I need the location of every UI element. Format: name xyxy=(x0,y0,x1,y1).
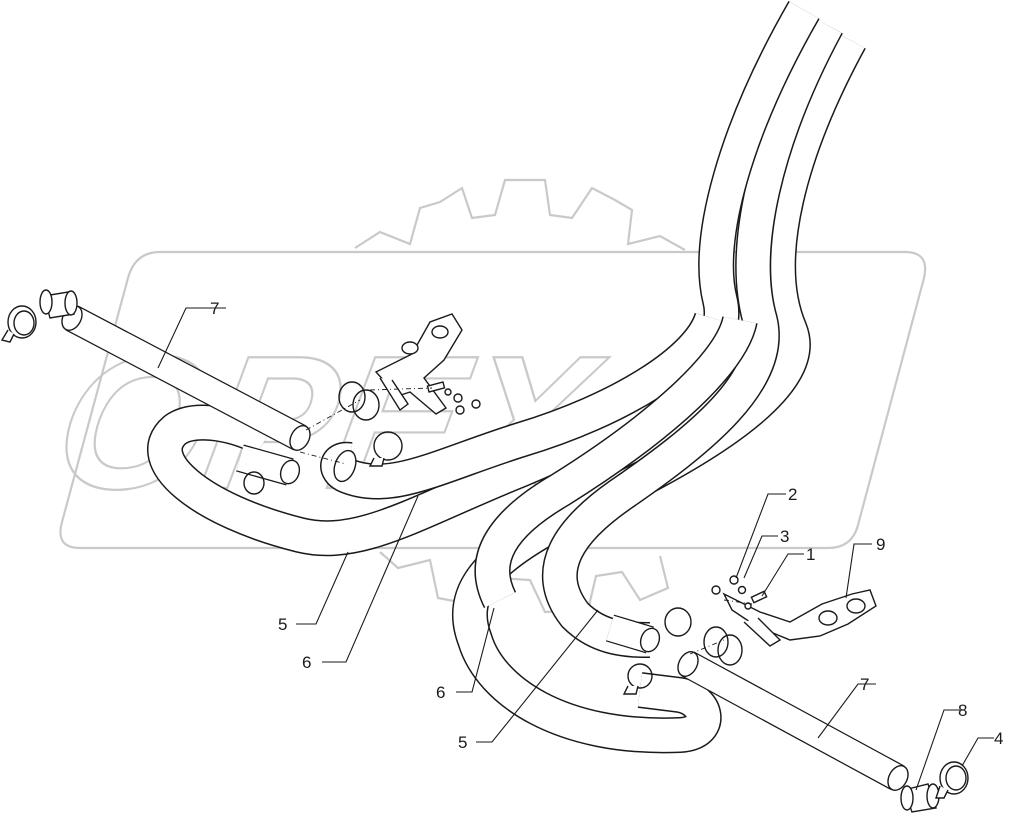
coupling-sleeve-right xyxy=(900,783,940,813)
callout-1: 1 xyxy=(806,545,815,564)
callout-2: 2 xyxy=(788,485,797,504)
right-assembly xyxy=(605,575,969,813)
hose-clamp-single-left xyxy=(368,431,403,467)
hose-end-left xyxy=(333,449,357,483)
callout-5-left: 5 xyxy=(278,615,287,634)
callout-6-left: 6 xyxy=(302,653,311,672)
callout-5-bottom: 5 xyxy=(458,733,467,752)
hose-clamp-pair-right xyxy=(703,626,743,666)
hose-clamp-bottom-right xyxy=(622,663,653,695)
callout-3: 3 xyxy=(780,527,789,546)
callout-4: 4 xyxy=(994,729,1003,748)
coupling-sleeve-left xyxy=(39,289,78,319)
bracket-right xyxy=(722,589,877,647)
callout-7-left: 7 xyxy=(210,299,219,318)
hose-clamp-left xyxy=(0,305,37,343)
callout-7-right: 7 xyxy=(860,675,869,694)
pipe-stub-right xyxy=(605,614,661,654)
fasteners-left xyxy=(426,381,481,415)
hose-clamp-small-left xyxy=(243,471,265,495)
hose-clamp-right xyxy=(935,761,969,799)
callout-labels: 7 5 6 6 5 2 3 1 9 7 8 4 xyxy=(210,299,1003,752)
callout-9: 9 xyxy=(876,535,885,554)
callout-6-bottom: 6 xyxy=(436,683,445,702)
callout-leaders xyxy=(157,307,994,791)
callout-8: 8 xyxy=(958,701,967,720)
hose-clamp-single-right xyxy=(664,607,692,637)
hose-clamp-pair-left xyxy=(338,381,380,421)
pipe-stub-left xyxy=(236,444,301,486)
left-assembly xyxy=(0,289,481,495)
